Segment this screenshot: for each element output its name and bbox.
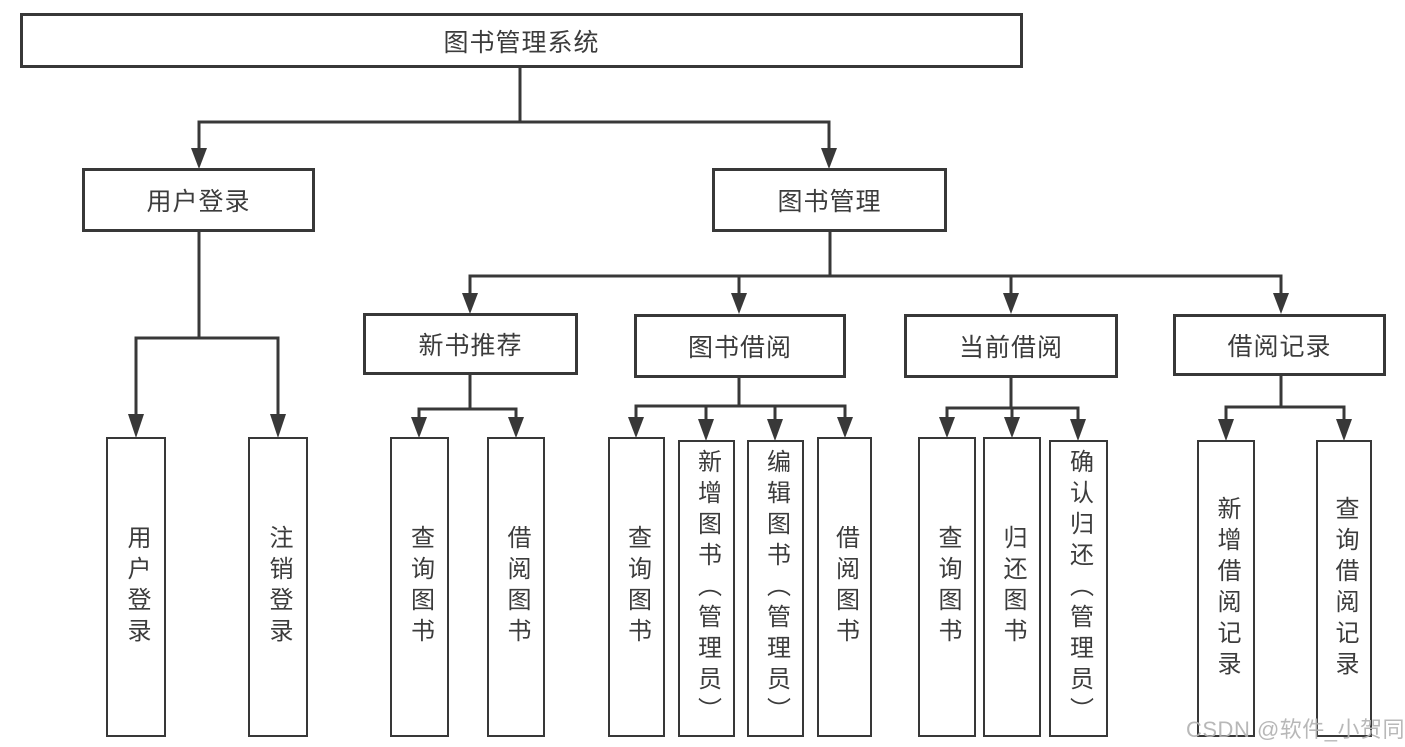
- leaf-logout-label: 注销登录: [265, 525, 292, 649]
- leaf-return-books-label: 归还图书: [999, 525, 1026, 649]
- node-book-borrowing: 图书借阅: [634, 314, 846, 378]
- node-current-borrowing-label: 当前借阅: [958, 334, 1063, 362]
- connector-current-leaves: [945, 378, 1080, 420]
- watermark-text: CSDN @软件_小贺同学: [1186, 717, 1405, 742]
- leaf-query-books-newrec: 查询图书: [390, 437, 449, 737]
- connector-newbooks-leaves: [417, 375, 518, 418]
- connector-records-leaves: [1224, 375, 1346, 420]
- leaf-user-login-label: 用户登录: [123, 525, 150, 649]
- leaf-confirm-return-admin: 确认归还（管理员）: [1049, 440, 1108, 737]
- leaf-query-books-current-label: 查询图书: [934, 525, 961, 649]
- node-new-book-recommend-label: 新书推荐: [418, 332, 523, 360]
- node-book-management: 图书管理: [712, 168, 947, 232]
- leaf-borrow-books-newrec: 借阅图书: [487, 437, 545, 737]
- node-user-login-label: 用户登录: [146, 188, 251, 216]
- node-current-borrowing: 当前借阅: [904, 314, 1118, 378]
- connector-login-leaves: [134, 232, 280, 416]
- leaf-add-books-admin: 新增图书（管理员）: [678, 440, 735, 737]
- leaf-query-borrow-record: 查询借阅记录: [1316, 440, 1372, 737]
- node-new-book-recommend: 新书推荐: [363, 313, 578, 375]
- node-borrowing-records: 借阅记录: [1173, 314, 1386, 376]
- leaf-edit-books-admin: 编辑图书（管理员）: [747, 440, 804, 737]
- leaf-query-books-newrec-label: 查询图书: [406, 525, 434, 649]
- leaf-query-books-borrow-label: 查询图书: [623, 525, 651, 649]
- node-borrowing-records-label: 借阅记录: [1227, 333, 1332, 361]
- connector-borrow-leaves: [634, 378, 847, 420]
- leaf-add-books-admin-label: 新增图书（管理员）: [693, 449, 721, 728]
- node-root-system: 图书管理系统: [20, 13, 1023, 68]
- node-book-borrowing-label: 图书借阅: [687, 334, 792, 362]
- node-book-management-label: 图书管理: [777, 188, 882, 216]
- leaf-confirm-return-admin-label: 确认归还（管理员）: [1065, 449, 1093, 728]
- leaf-edit-books-admin-label: 编辑图书（管理员）: [762, 449, 790, 728]
- leaf-borrow-books: 借阅图书: [817, 437, 872, 737]
- leaf-query-books-current: 查询图书: [918, 437, 976, 737]
- leaf-query-books-borrow: 查询图书: [608, 437, 665, 737]
- leaf-borrow-books-label: 借阅图书: [831, 525, 859, 649]
- leaf-add-borrow-record-label: 新增借阅记录: [1213, 495, 1240, 682]
- leaf-logout: 注销登录: [248, 437, 308, 737]
- leaf-user-login: 用户登录: [106, 437, 166, 737]
- leaf-borrow-books-newrec-label: 借阅图书: [503, 525, 530, 649]
- node-user-login: 用户登录: [82, 168, 315, 232]
- connector-root-level2: [197, 68, 831, 150]
- leaf-query-borrow-record-label: 查询借阅记录: [1331, 495, 1358, 682]
- leaf-return-books: 归还图书: [983, 437, 1041, 737]
- leaf-add-borrow-record: 新增借阅记录: [1197, 440, 1255, 737]
- connector-mgmt-level3: [468, 232, 1283, 294]
- node-root-label: 图书管理系统: [443, 28, 600, 57]
